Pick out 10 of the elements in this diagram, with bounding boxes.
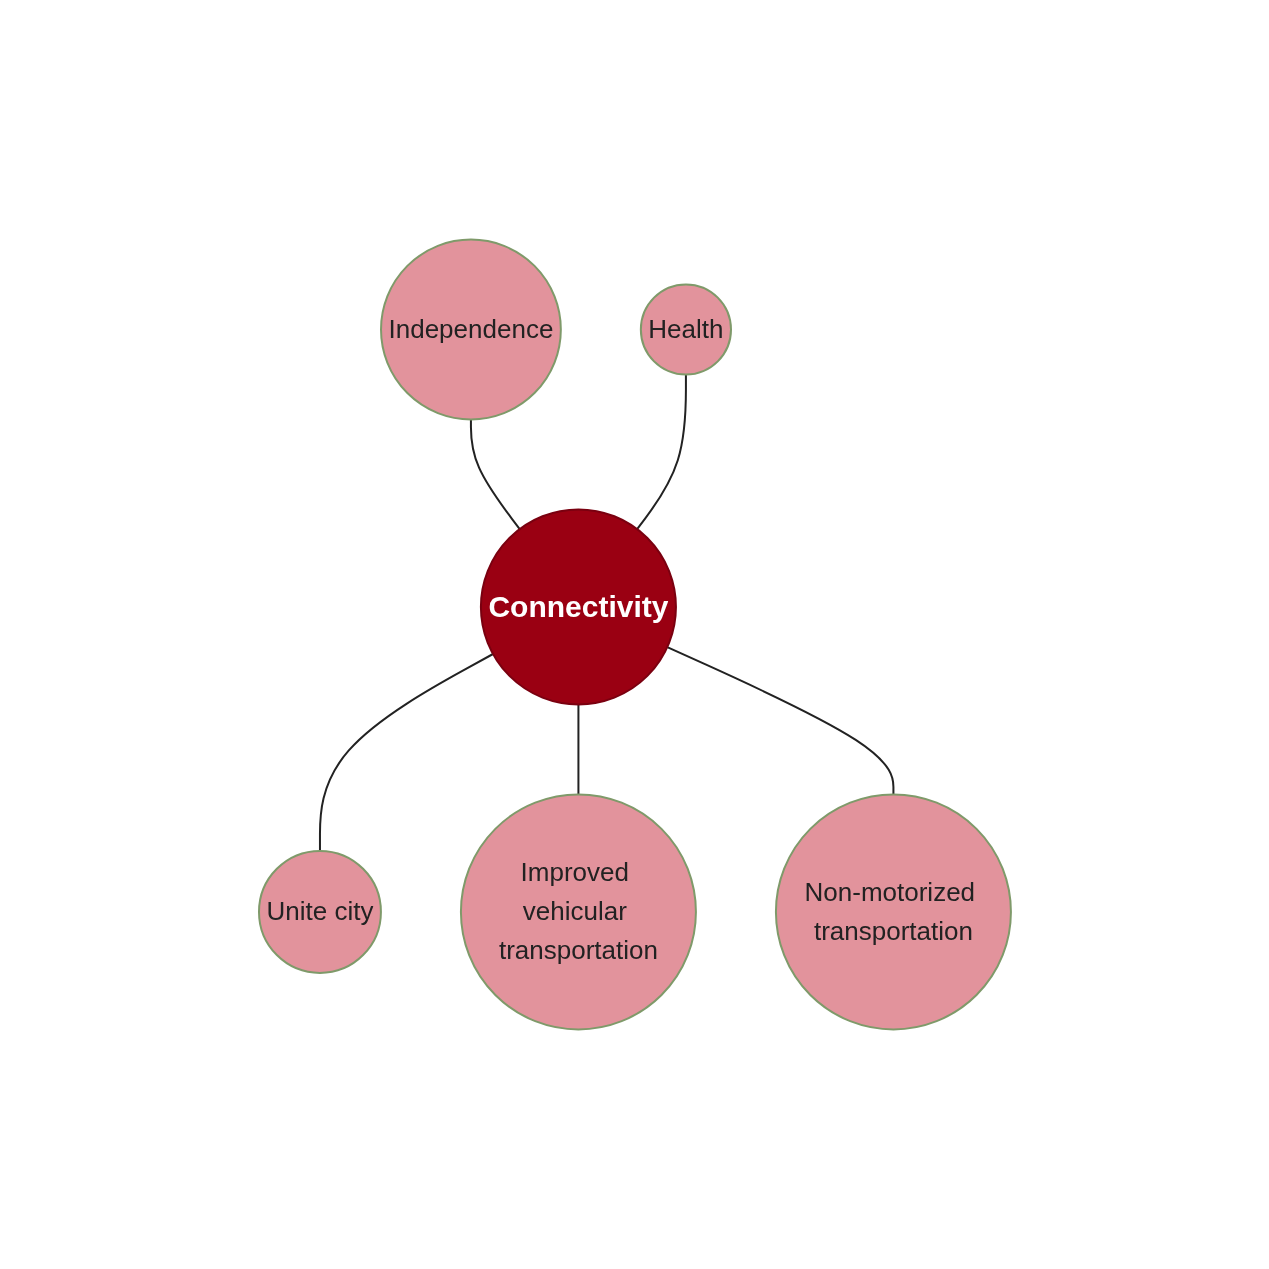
connector (469, 418, 521, 531)
node-circle: Health (639, 283, 732, 376)
connector (318, 653, 494, 852)
connector (576, 703, 579, 796)
node-circle: Independence (379, 238, 562, 421)
node-circle: Connectivity (479, 508, 677, 706)
node-circle: Improved vehicular transportation (459, 793, 697, 1031)
connector (635, 373, 687, 531)
node-circle: Unite city (257, 849, 382, 974)
node-circle: Non-motorized transportation (774, 793, 1012, 1031)
